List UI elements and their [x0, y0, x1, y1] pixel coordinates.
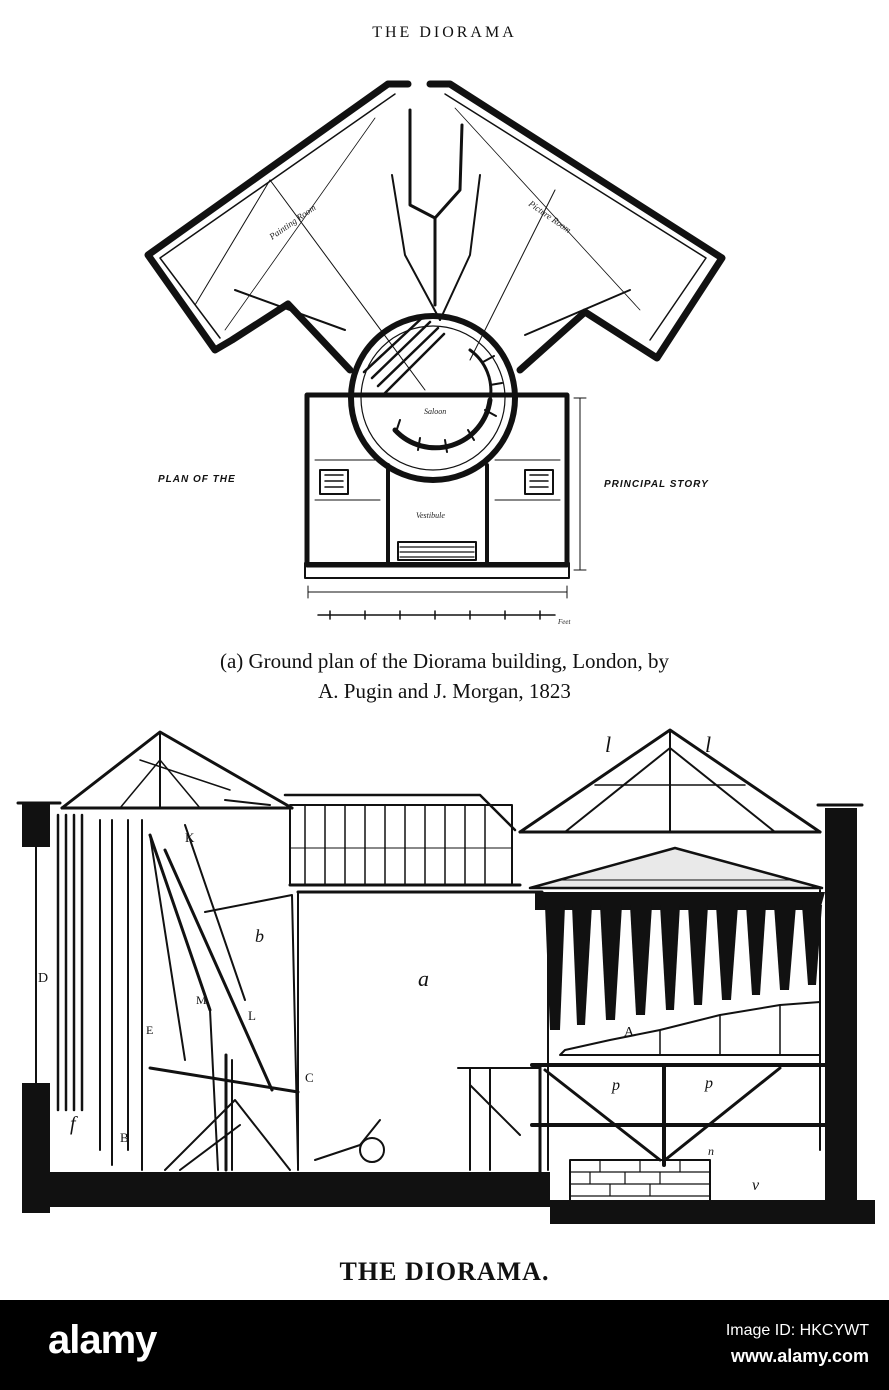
- plan-scale-unit: Feet: [557, 618, 571, 626]
- section-letter-b: b: [255, 926, 264, 946]
- plate-title: THE DIORAMA.: [339, 1257, 550, 1286]
- section-letter-C: C: [305, 1070, 314, 1085]
- ground-slab-right: [550, 1200, 875, 1224]
- section-letter-M: M: [196, 993, 207, 1007]
- section-letter-L: L: [248, 1008, 256, 1023]
- section-letter-a: a: [418, 966, 429, 991]
- plan-vestibule-label: Vestibule: [416, 511, 445, 520]
- left-wing-wall: [144, 80, 412, 374]
- section-letter-f: f: [70, 1113, 78, 1135]
- rotunda: [348, 313, 518, 483]
- section-letter-l-2: l: [705, 732, 711, 757]
- section-letter-D: D: [38, 971, 48, 986]
- figure-caption: (a) Ground plan of the Diorama building,…: [0, 646, 889, 706]
- ground-plan-drawing: Painting Room Picture Room Saloon Vestib…: [144, 80, 726, 626]
- section-letter-E: E: [146, 1023, 153, 1037]
- running-title: THE DIORAMA: [372, 24, 517, 41]
- stock-footer-bar: [0, 1300, 889, 1390]
- plan-saloon-label: Saloon: [424, 407, 446, 416]
- section-letter-p-2: p: [704, 1075, 713, 1092]
- section-letter-A: A: [624, 1025, 635, 1040]
- plan-label-right: PRINCIPAL STORY: [604, 479, 709, 490]
- drapery: [535, 892, 825, 1030]
- section-letter-p-1: p: [611, 1077, 620, 1094]
- section-letter-K: K: [185, 830, 195, 845]
- right-wing-wall: [426, 80, 726, 374]
- section-letter-B: B: [120, 1130, 129, 1145]
- right-wall: [825, 808, 857, 1203]
- image-id-label: Image ID: HKCYWT: [725, 1322, 869, 1339]
- plan-room-left-label: Painting Room: [267, 202, 318, 242]
- section-letter-n: n: [708, 1144, 714, 1158]
- section-letter-v: v: [752, 1177, 760, 1194]
- alamy-logo: alamy: [48, 1318, 157, 1362]
- plan-room-right-label: Picture Room: [526, 198, 573, 235]
- section-drawing: a b D f B E K L M C l l A p p v n: [16, 728, 875, 1224]
- building-block: [304, 392, 570, 568]
- stock-url-label: www.alamy.com: [730, 1346, 869, 1366]
- plan-label-left: PLAN OF THE: [158, 474, 236, 485]
- caption-line-1: (a) Ground plan of the Diorama building,…: [219, 649, 670, 673]
- section-letter-l-1: l: [605, 732, 611, 757]
- caption-line-2: A. Pugin and J. Morgan, 1823: [318, 679, 571, 703]
- ground-slab-left: [30, 1172, 550, 1207]
